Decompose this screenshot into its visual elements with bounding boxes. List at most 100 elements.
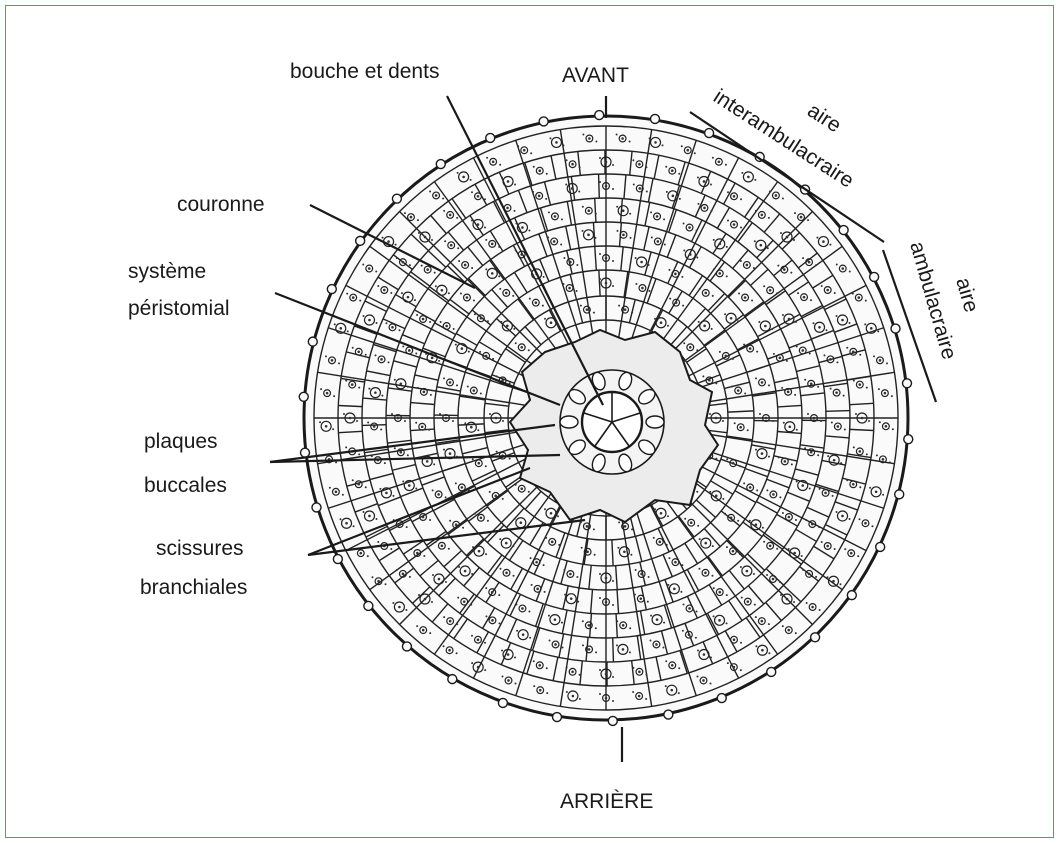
pore [877,330,879,332]
tubercle-center [715,417,718,420]
tubercle-center [715,495,718,498]
pore [804,379,806,381]
pore [782,625,784,627]
pore [485,553,487,555]
pore [830,388,832,390]
label-rear: ARRIÈRE [560,790,653,813]
pore [667,515,669,517]
pore [653,537,655,539]
pore [599,181,601,183]
spine-bump [392,194,401,203]
tubercle-center [835,391,838,394]
pore [471,573,473,575]
label-gill-line2: branchiales [140,576,247,599]
pore [740,227,742,229]
pore [695,637,697,639]
tubercle-center [335,491,338,494]
tubercle-center [571,163,574,166]
pore [629,213,631,215]
pore [529,637,531,639]
pore [406,526,408,528]
pore [726,594,728,596]
pore [618,521,620,523]
pore [779,496,781,498]
pore [514,518,516,520]
tubercle-center [718,272,721,275]
pore [599,597,601,599]
pore [417,387,419,389]
tubercle-center [520,253,523,256]
pore [766,489,768,491]
pore [755,377,757,379]
pore [415,422,417,424]
tubercle-center [688,607,691,610]
pore [697,203,699,205]
tubercle-center [402,261,405,264]
tubercle-center [765,417,768,420]
pore [743,482,745,484]
pore [629,627,631,629]
pore [528,349,530,351]
tubercle-center [473,389,476,392]
pore [404,212,406,214]
pore [558,544,560,546]
tubercle-center [775,194,778,197]
spine-bump [904,435,913,444]
pore [595,140,597,142]
pore [479,351,481,353]
tubercle-center [859,450,862,453]
pore [402,345,404,347]
tubercle-center [506,207,509,210]
pore [445,581,447,583]
spine-bump [356,236,365,245]
tubercle-center [737,389,740,392]
pore [698,568,700,570]
pore [329,487,331,489]
tubercle-center [671,169,674,172]
label-crown: couronne [177,193,265,216]
pore [528,230,530,232]
pore [612,164,614,166]
pore [749,520,751,522]
pore [632,691,634,693]
tubercle-center [833,459,836,462]
pore [697,176,699,178]
tubercle-center [841,267,844,270]
tubercle-center [689,346,692,349]
pore [456,217,458,219]
spine-bump [327,285,336,294]
pore [827,455,829,457]
tubercle-center [786,236,789,239]
pore [739,465,741,467]
pore [362,315,364,317]
tubercle-center [605,282,608,285]
spine-bump [839,226,848,235]
pore [831,421,833,423]
pore [432,574,434,576]
tubercle-center [832,580,835,583]
tubercle-center [506,325,509,328]
pore [683,342,685,344]
pore [492,358,494,360]
pore [546,667,548,669]
tubercle-center [755,523,758,526]
pore [580,305,582,307]
pore [362,264,364,266]
tubercle-center [449,452,452,455]
buccal-plate [560,416,578,428]
pore [458,260,460,262]
pore [734,422,736,424]
tubercle-center [660,321,663,324]
pore [634,594,636,596]
pore [345,380,347,382]
tubercle-center [688,633,691,636]
pore [563,283,565,285]
pore [782,314,784,316]
tubercle-center [818,326,821,329]
pore [367,421,369,423]
pore [530,152,532,154]
tubercle-center [640,573,643,576]
pore [857,555,859,557]
pore [430,394,432,396]
pore [375,271,377,273]
